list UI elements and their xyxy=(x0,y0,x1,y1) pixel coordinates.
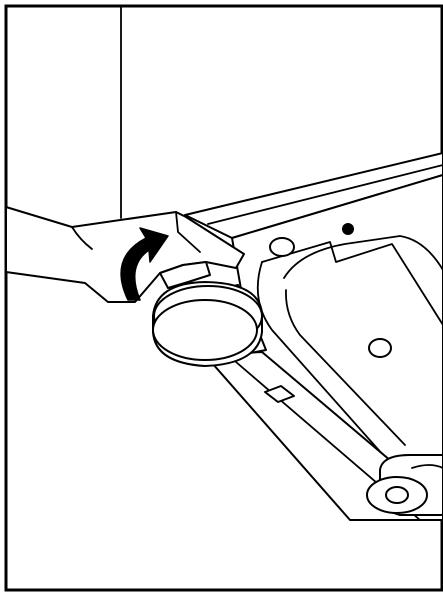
mounting-hole xyxy=(368,338,392,358)
wrench-icon xyxy=(5,206,245,303)
rotation-arrow-icon xyxy=(120,227,169,301)
leveling-foot-icon xyxy=(152,281,267,367)
corner-foot xyxy=(366,454,443,516)
screw-hole-dot xyxy=(342,223,354,235)
mounting-hole xyxy=(269,237,295,257)
rail-slot xyxy=(264,385,295,403)
base-frame xyxy=(184,152,443,495)
